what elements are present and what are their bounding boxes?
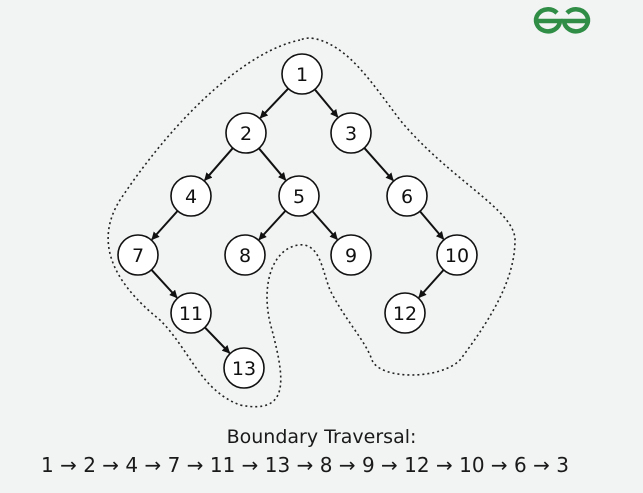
- arrow-icon: →: [374, 453, 405, 477]
- node-label: 4: [185, 186, 197, 208]
- node-label: 9: [345, 245, 357, 267]
- arrow-icon: →: [138, 453, 168, 477]
- tree-node-12: 12: [384, 292, 426, 334]
- tree-node-8: 8: [224, 234, 266, 276]
- edge-10-12: [418, 269, 445, 299]
- node-label: 3: [345, 123, 357, 145]
- node-label: 11: [179, 303, 203, 325]
- arrow-icon: →: [429, 453, 460, 477]
- edge-5-9: [311, 210, 338, 240]
- tree-node-4: 4: [170, 175, 212, 217]
- edge-1-3: [314, 88, 339, 118]
- node-circle: [225, 112, 267, 154]
- sequence-item: 4: [125, 453, 139, 477]
- tree-node-7: 7: [117, 234, 159, 276]
- node-circle: [170, 292, 212, 334]
- arrow-icon: →: [180, 453, 210, 477]
- node-circle: [330, 234, 372, 276]
- tree-node-5: 5: [278, 175, 320, 217]
- sequence-item: 9: [361, 453, 375, 477]
- node-label: 1: [296, 64, 308, 86]
- node-circle: [330, 112, 372, 154]
- edge-5-8: [258, 210, 287, 241]
- edge-2-5: [258, 147, 287, 181]
- arrow-icon: →: [332, 453, 362, 477]
- sequence-item: 12: [404, 453, 430, 477]
- arrow-icon: →: [526, 453, 557, 477]
- arrow-icon: →: [290, 453, 320, 477]
- tree-node-6: 6: [386, 175, 428, 217]
- node-circle: [384, 292, 426, 334]
- node-circle: [223, 347, 265, 389]
- edge-2-4: [204, 147, 234, 181]
- edge-3-6: [363, 147, 394, 182]
- sequence-item: 11: [209, 453, 236, 477]
- sequence-item: 6: [514, 453, 527, 477]
- node-circle: [278, 175, 320, 217]
- edge-11-13: [204, 326, 231, 354]
- arrow-icon: →: [484, 453, 515, 477]
- node-label: 2: [240, 123, 252, 145]
- sequence-item: 3: [556, 453, 569, 477]
- node-circle: [170, 175, 212, 217]
- traversal-sequence: 1 → 2 → 4 → 7 → 11 → 13 → 8 → 9 → 12 → 1…: [0, 453, 610, 477]
- tree-node-9: 9: [330, 234, 372, 276]
- node-label: 13: [232, 358, 256, 380]
- caption: Boundary Traversal:: [226, 426, 417, 448]
- tree-node-13: 13: [223, 347, 265, 389]
- arrow-icon: →: [53, 453, 84, 477]
- boundary-outline: [107, 37, 516, 408]
- node-label: 8: [239, 245, 251, 267]
- node-label: 5: [293, 186, 305, 208]
- tree-node-1: 1: [281, 53, 323, 95]
- node-label: 12: [393, 303, 417, 325]
- tree-node-3: 3: [330, 112, 372, 154]
- sequence-item: 2: [83, 453, 96, 477]
- node-label: 6: [401, 186, 413, 208]
- edge-7-11: [150, 269, 178, 299]
- node-label: 10: [445, 245, 469, 267]
- sequence-item: 7: [167, 453, 181, 477]
- edge-1-2: [259, 87, 289, 119]
- sequence-item: 13: [264, 453, 291, 477]
- sequence-item: 10: [459, 453, 485, 477]
- gfg-logo: [533, 7, 591, 34]
- sequence-item: 8: [319, 453, 333, 477]
- node-label: 7: [132, 245, 144, 267]
- tree-node-2: 2: [225, 112, 267, 154]
- tree-node-11: 11: [170, 292, 212, 334]
- node-circle: [281, 53, 323, 95]
- node-circle: [117, 234, 159, 276]
- node-circle: [436, 234, 478, 276]
- node-circle: [224, 234, 266, 276]
- arrow-icon: →: [95, 453, 126, 477]
- edge-4-7: [151, 210, 179, 241]
- tree-node-10: 10: [436, 234, 478, 276]
- arrow-icon: →: [235, 453, 265, 477]
- node-circle: [386, 175, 428, 217]
- edge-6-10: [419, 210, 445, 240]
- sequence-item: 1: [40, 453, 54, 477]
